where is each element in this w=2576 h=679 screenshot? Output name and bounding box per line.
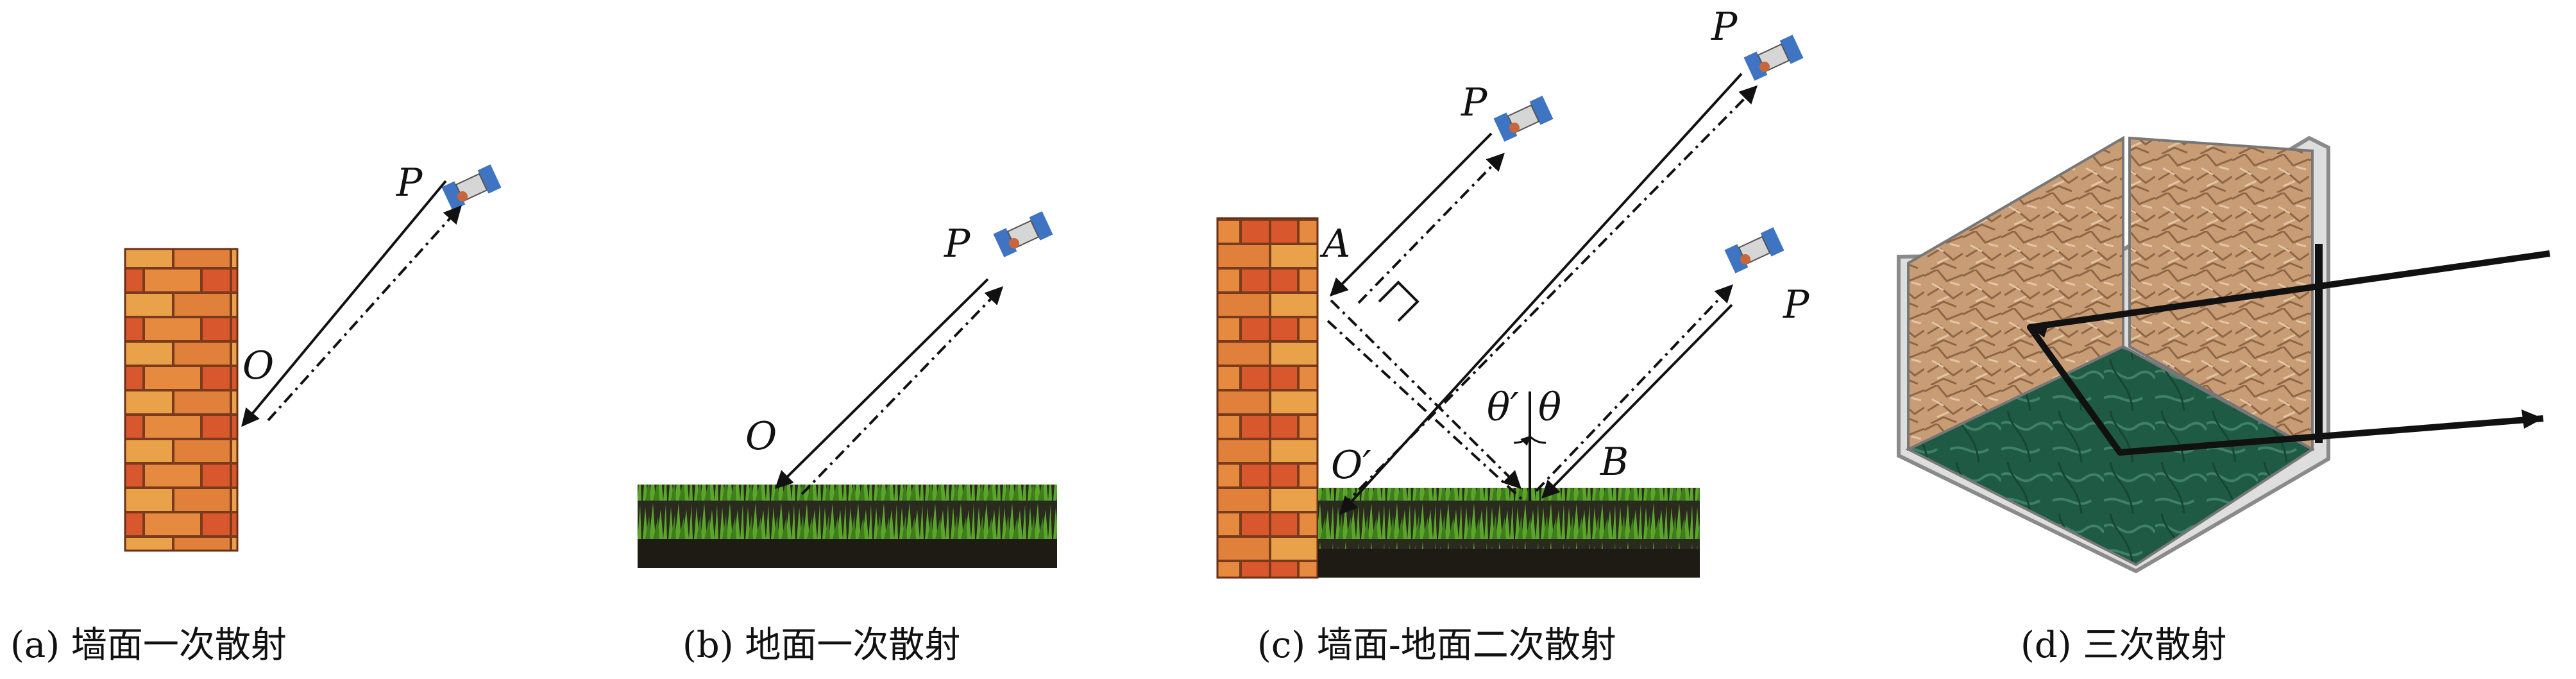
label-O-prime: O′ <box>1331 443 1371 488</box>
triple-bounce-ray <box>2027 250 2550 456</box>
return-ray <box>801 286 1003 495</box>
label-P3: P <box>1783 282 1810 327</box>
label-P1: P <box>1461 80 1488 125</box>
label-P2: P <box>1711 4 1738 49</box>
label-theta: θ <box>1538 385 1561 430</box>
caption-c: (c) 墙面-地面二次散射 <box>1257 624 1616 666</box>
label-O: O <box>242 343 274 388</box>
panel-c: P P P A B O′ θ′ θ <box>1216 4 1810 579</box>
brick-wall <box>124 248 239 552</box>
incident-ray <box>241 180 447 427</box>
label-A: A <box>1319 221 1350 266</box>
label-P: P <box>944 221 971 266</box>
caption-a: (a) 墙面一次散射 <box>10 624 287 666</box>
caption-b: (b) 地面一次散射 <box>682 624 961 666</box>
brick-wall <box>1216 217 1319 579</box>
panel-d <box>1897 135 2550 574</box>
caption-d: (d) 三次散射 <box>2021 624 2227 666</box>
label-theta-prime: θ′ <box>1487 385 1519 430</box>
corner-reflector-icon <box>1897 135 2330 574</box>
return-ray <box>267 205 462 422</box>
label-P: P <box>396 160 423 205</box>
label-O: O <box>745 414 777 459</box>
incident-ray <box>775 278 989 489</box>
panel-a: P O <box>124 160 502 552</box>
label-B: B <box>1600 440 1629 485</box>
panel-b: P O <box>638 211 1057 568</box>
